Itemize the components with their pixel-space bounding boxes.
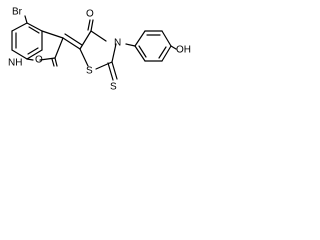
atom-label-s-ring: S xyxy=(86,66,93,77)
bond-ketone-carbonyl xyxy=(90,19,94,32)
atom-label-n-ring: N xyxy=(114,38,121,49)
bond-c-br xyxy=(24,15,28,24)
bond-n-phenyl xyxy=(125,43,136,47)
thiazolidinone-ring xyxy=(79,30,117,70)
pyrrolidinone-ring xyxy=(26,30,64,61)
benzene-ring-indoline xyxy=(11,22,43,60)
atom-label-br: Br xyxy=(12,7,23,18)
hydroxyphenyl-ring xyxy=(134,30,172,62)
bond-c-oh xyxy=(170,45,177,50)
bond-exocyclic-double xyxy=(62,37,81,50)
atom-label-nh: NH xyxy=(8,58,22,69)
atom-label-o-lactam: O xyxy=(35,55,43,66)
atom-label-s-thione: S xyxy=(110,82,117,93)
atom-label-oh: OH xyxy=(176,45,191,56)
bond-lactam-carbonyl xyxy=(54,57,58,67)
bond-thione xyxy=(111,61,118,80)
atom-label-o-ketone: O xyxy=(86,9,94,20)
chemical-structure: Br NH O O N S S OH xyxy=(8,7,191,93)
